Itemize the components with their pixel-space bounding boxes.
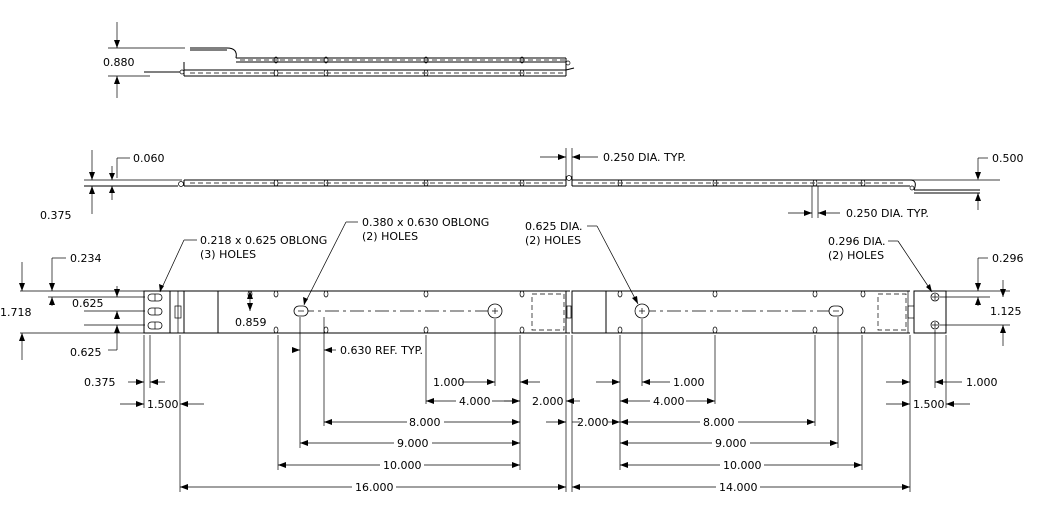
dim-16000: 16.000 — [355, 481, 394, 494]
dim-296: 0.296 — [992, 252, 1024, 265]
svg-text:0.380 x 0.630 OBLONG: 0.380 x 0.630 OBLONG — [362, 216, 489, 229]
top-folded-view: 0.880 — [103, 22, 575, 98]
dim-4000-left: 4.000 — [459, 395, 491, 408]
top-view-holes — [273, 56, 525, 77]
dim-375-bottom: 0.375 — [84, 376, 116, 389]
dim-1125: 1.125 — [990, 305, 1022, 318]
dim-9000-left: 9.000 — [397, 437, 429, 450]
callout-dia-625: 0.625 DIA. (2) HOLES — [525, 220, 639, 305]
dim-1500-right: 1.500 — [913, 398, 945, 411]
callout-dia-296: 0.296 DIA. (2) HOLES — [828, 235, 933, 293]
dim-1000-far-right: 1.000 — [966, 376, 998, 389]
callout-oblong-380: 0.380 x 0.630 OBLONG (2) HOLES — [303, 216, 489, 306]
dia-625-holes — [487, 303, 650, 319]
dim-630-ref: 0.630 REF. TYP. — [340, 344, 423, 357]
dims-bottom-left: 0.630 REF. TYP. 0.375 1.500 1.000 4.000 … — [84, 344, 580, 494]
svg-text:(2) HOLES: (2) HOLES — [362, 230, 418, 243]
dim-4000-right: 4.000 — [653, 395, 685, 408]
callout-oblong-218: 0.218 x 0.625 OBLONG (3) HOLES — [159, 234, 327, 293]
svg-text:(3) HOLES: (3) HOLES — [200, 248, 256, 261]
dim-1000-right: 1.000 — [673, 376, 705, 389]
extension-lines — [143, 317, 947, 492]
side-view: 0.060 0.375 0.250 DIA. TYP. 0.500 0.250 … — [40, 148, 1024, 222]
dim-2000-right: 2.000 — [577, 416, 609, 429]
edge-holes — [247, 290, 866, 334]
dim-10000-left: 10.000 — [383, 459, 422, 472]
dim-060: 0.060 — [133, 152, 165, 165]
dim-8000-right: 8.000 — [703, 416, 735, 429]
hole-250-side-label: 0.250 DIA. TYP. — [846, 207, 929, 220]
oblong-218-holes — [147, 293, 163, 330]
dim-top-height: 0.880 — [103, 56, 135, 69]
plan-view — [143, 290, 947, 334]
dim-14000: 14.000 — [719, 481, 758, 494]
dim-859: 0.859 — [235, 316, 267, 329]
dim-1000-left: 1.000 — [433, 376, 465, 389]
dim-375-side: 0.375 — [40, 209, 72, 222]
dim-1500-left: 1.500 — [147, 398, 179, 411]
side-view-holes — [273, 179, 866, 187]
dim-234: 0.234 — [70, 252, 102, 265]
dim-9000-right: 9.000 — [715, 437, 747, 450]
dim-1718: 1.718 — [0, 306, 32, 319]
dims-left-vertical: 1.718 0.234 0.625 0.625 0.859 — [0, 252, 267, 360]
dia-296-holes — [930, 292, 940, 330]
svg-text:0.296 DIA.: 0.296 DIA. — [828, 235, 886, 248]
oblong-380-holes — [293, 305, 844, 317]
hole-250-top-label: 0.250 DIA. TYP. — [603, 151, 686, 164]
svg-text:0.625 DIA.: 0.625 DIA. — [525, 220, 583, 233]
svg-text:(2) HOLES: (2) HOLES — [828, 249, 884, 262]
dim-8000-left: 8.000 — [409, 416, 441, 429]
svg-text:0.218 x 0.625 OBLONG: 0.218 x 0.625 OBLONG — [200, 234, 327, 247]
dims-bottom-right: 1.000 4.000 2.000 8.000 9.000 10.000 14.… — [546, 376, 998, 494]
dim-10000-right: 10.000 — [723, 459, 762, 472]
svg-text:(2) HOLES: (2) HOLES — [525, 234, 581, 247]
dim-2000-left: 2.000 — [532, 395, 564, 408]
dim-625-b: 0.625 — [70, 346, 102, 359]
dims-right-vertical: 0.296 1.125 — [940, 252, 1024, 346]
dim-500: 0.500 — [992, 152, 1024, 165]
dim-625-a: 0.625 — [72, 297, 104, 310]
